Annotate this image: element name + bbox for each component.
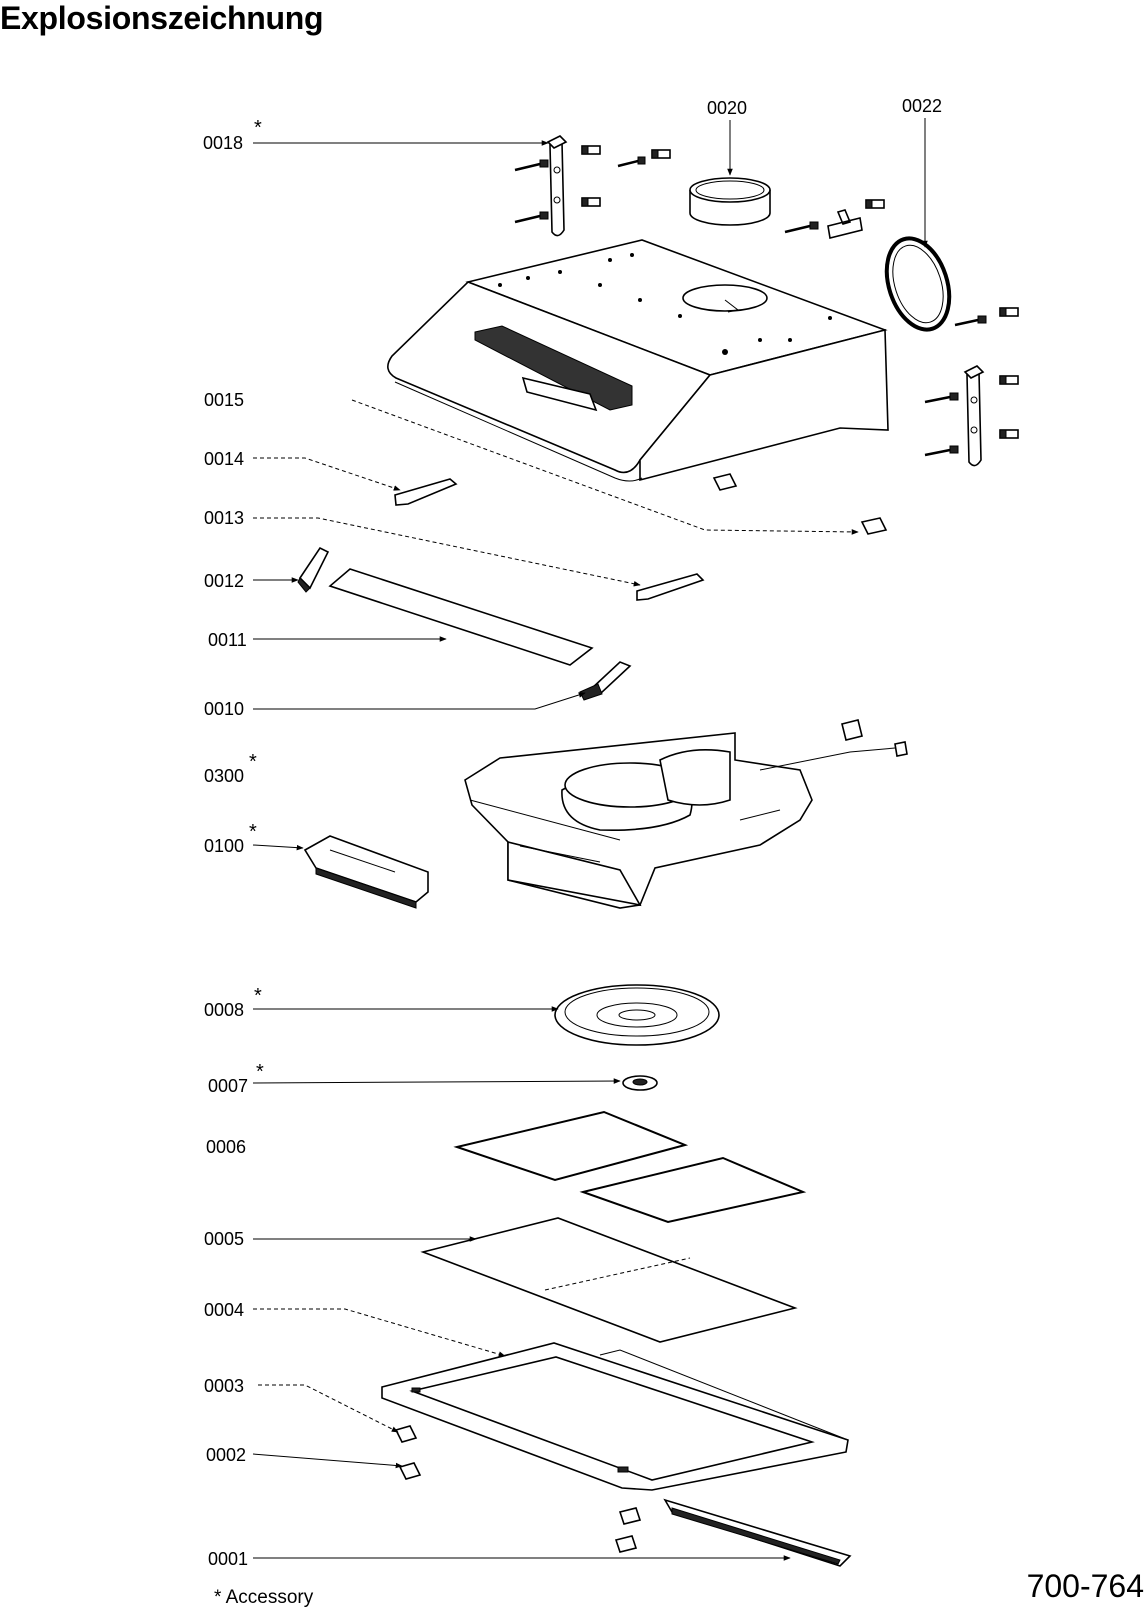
label-0006: 0006	[206, 1137, 247, 1157]
filter-frame	[381, 1342, 849, 1491]
label-0012: 0012	[204, 571, 245, 591]
accessory-mark-0300: *	[249, 751, 257, 773]
lamp-holder-0013	[636, 573, 705, 601]
fan-nut	[622, 1075, 658, 1091]
exhaust-collar	[689, 177, 771, 226]
leader-lines	[252, 118, 928, 1561]
filter-mat	[420, 1217, 798, 1343]
accessory-mark-0008: *	[254, 985, 262, 1007]
accessory-footnote: * Accessory	[214, 1587, 314, 1608]
switch-module	[303, 835, 429, 909]
label-0018: 0018	[203, 133, 244, 153]
clip-0003	[394, 1425, 418, 1443]
label-0022: 0022	[902, 96, 943, 116]
label-0011: 0011	[208, 630, 247, 650]
document-number: 700-764	[1026, 1568, 1144, 1604]
angle-bracket	[827, 209, 863, 239]
clip-right	[860, 517, 888, 535]
label-0002: 0002	[206, 1445, 247, 1465]
hood-housing	[387, 239, 889, 482]
label-0008: 0008	[204, 1000, 245, 1020]
wall-bracket-right	[963, 365, 985, 467]
accessory-mark-0100: *	[249, 821, 257, 843]
clip-lower-b	[614, 1535, 638, 1553]
wall-bracket-left	[546, 135, 568, 237]
label-0005: 0005	[204, 1229, 245, 1249]
label-0300: 0300	[204, 766, 245, 786]
grease-filter-strip	[328, 568, 594, 666]
clip-0015	[712, 473, 738, 491]
label-0014: 0014	[204, 449, 245, 469]
lamp-holder-0014	[394, 478, 458, 506]
accessory-mark-0018: *	[254, 117, 262, 139]
clip-lower-a	[618, 1507, 642, 1525]
page-title: Explosionszeichnung	[0, 0, 324, 36]
label-0003: 0003	[204, 1376, 245, 1396]
label-0020: 0020	[707, 98, 748, 118]
fan-plate	[554, 984, 720, 1046]
label-0004: 0004	[204, 1300, 245, 1320]
seal-ring	[884, 236, 952, 332]
accessory-mark-0007: *	[256, 1061, 264, 1083]
clip-0002	[398, 1462, 422, 1480]
carbon-filter-right	[579, 1156, 807, 1224]
label-0015: 0015	[204, 390, 245, 410]
label-0100: 0100	[204, 836, 245, 856]
label-0001: 0001	[208, 1549, 249, 1569]
motor-unit	[464, 719, 908, 909]
screws	[514, 145, 1019, 457]
label-0010: 0010	[204, 699, 245, 719]
label-0013: 0013	[204, 508, 245, 528]
carbon-filter-left	[453, 1110, 689, 1182]
label-0007: 0007	[208, 1076, 249, 1096]
